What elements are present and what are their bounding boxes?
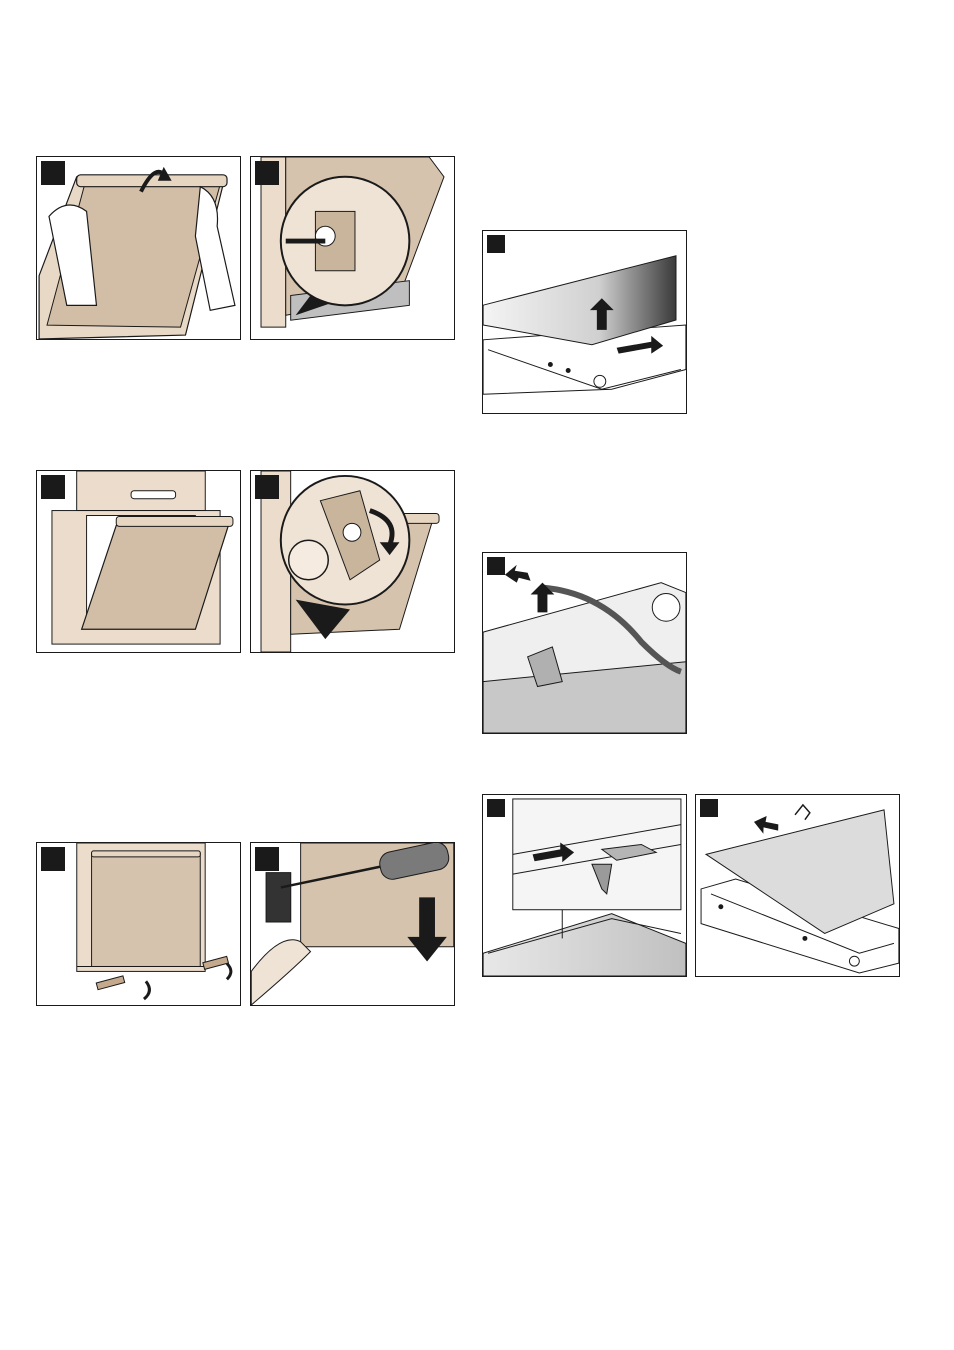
step-marker [700,799,718,817]
hinge-closeup-illustration [251,157,454,339]
step-marker [487,235,505,253]
step-marker [255,847,279,871]
figure-door-open-angle [36,470,241,653]
hinge-lever-illustration [251,471,454,652]
bottom-screws-illustration [37,843,240,1005]
figure-hinge-lever-turn-detail [250,470,455,653]
step-marker [41,847,65,871]
figure-clip-insert-detail [482,794,687,977]
step-marker [255,161,279,185]
step-marker [487,799,505,817]
figure-door-seal-remove [482,552,687,734]
figure-door-lift-hands [36,156,241,340]
figure-door-bottom-screws [36,842,241,1006]
step-marker [487,557,505,575]
door-open-illustration [37,471,240,652]
seal-remove-illustration [483,553,686,733]
clip-insert-illustration [483,795,686,976]
glass-remove-illustration [696,795,899,976]
glass-lift-illustration [483,231,686,413]
step-marker [255,475,279,499]
step-marker [41,161,65,185]
figure-hinge-detail-closeup [250,156,455,340]
door-lift-illustration [37,157,240,339]
step-marker [41,475,65,499]
figure-glass-pane-remove-clip [695,794,900,977]
figure-glass-pane-lift [482,230,687,414]
screwdriver-illustration [251,843,454,1005]
figure-screwdriver-hinge [250,842,455,1006]
